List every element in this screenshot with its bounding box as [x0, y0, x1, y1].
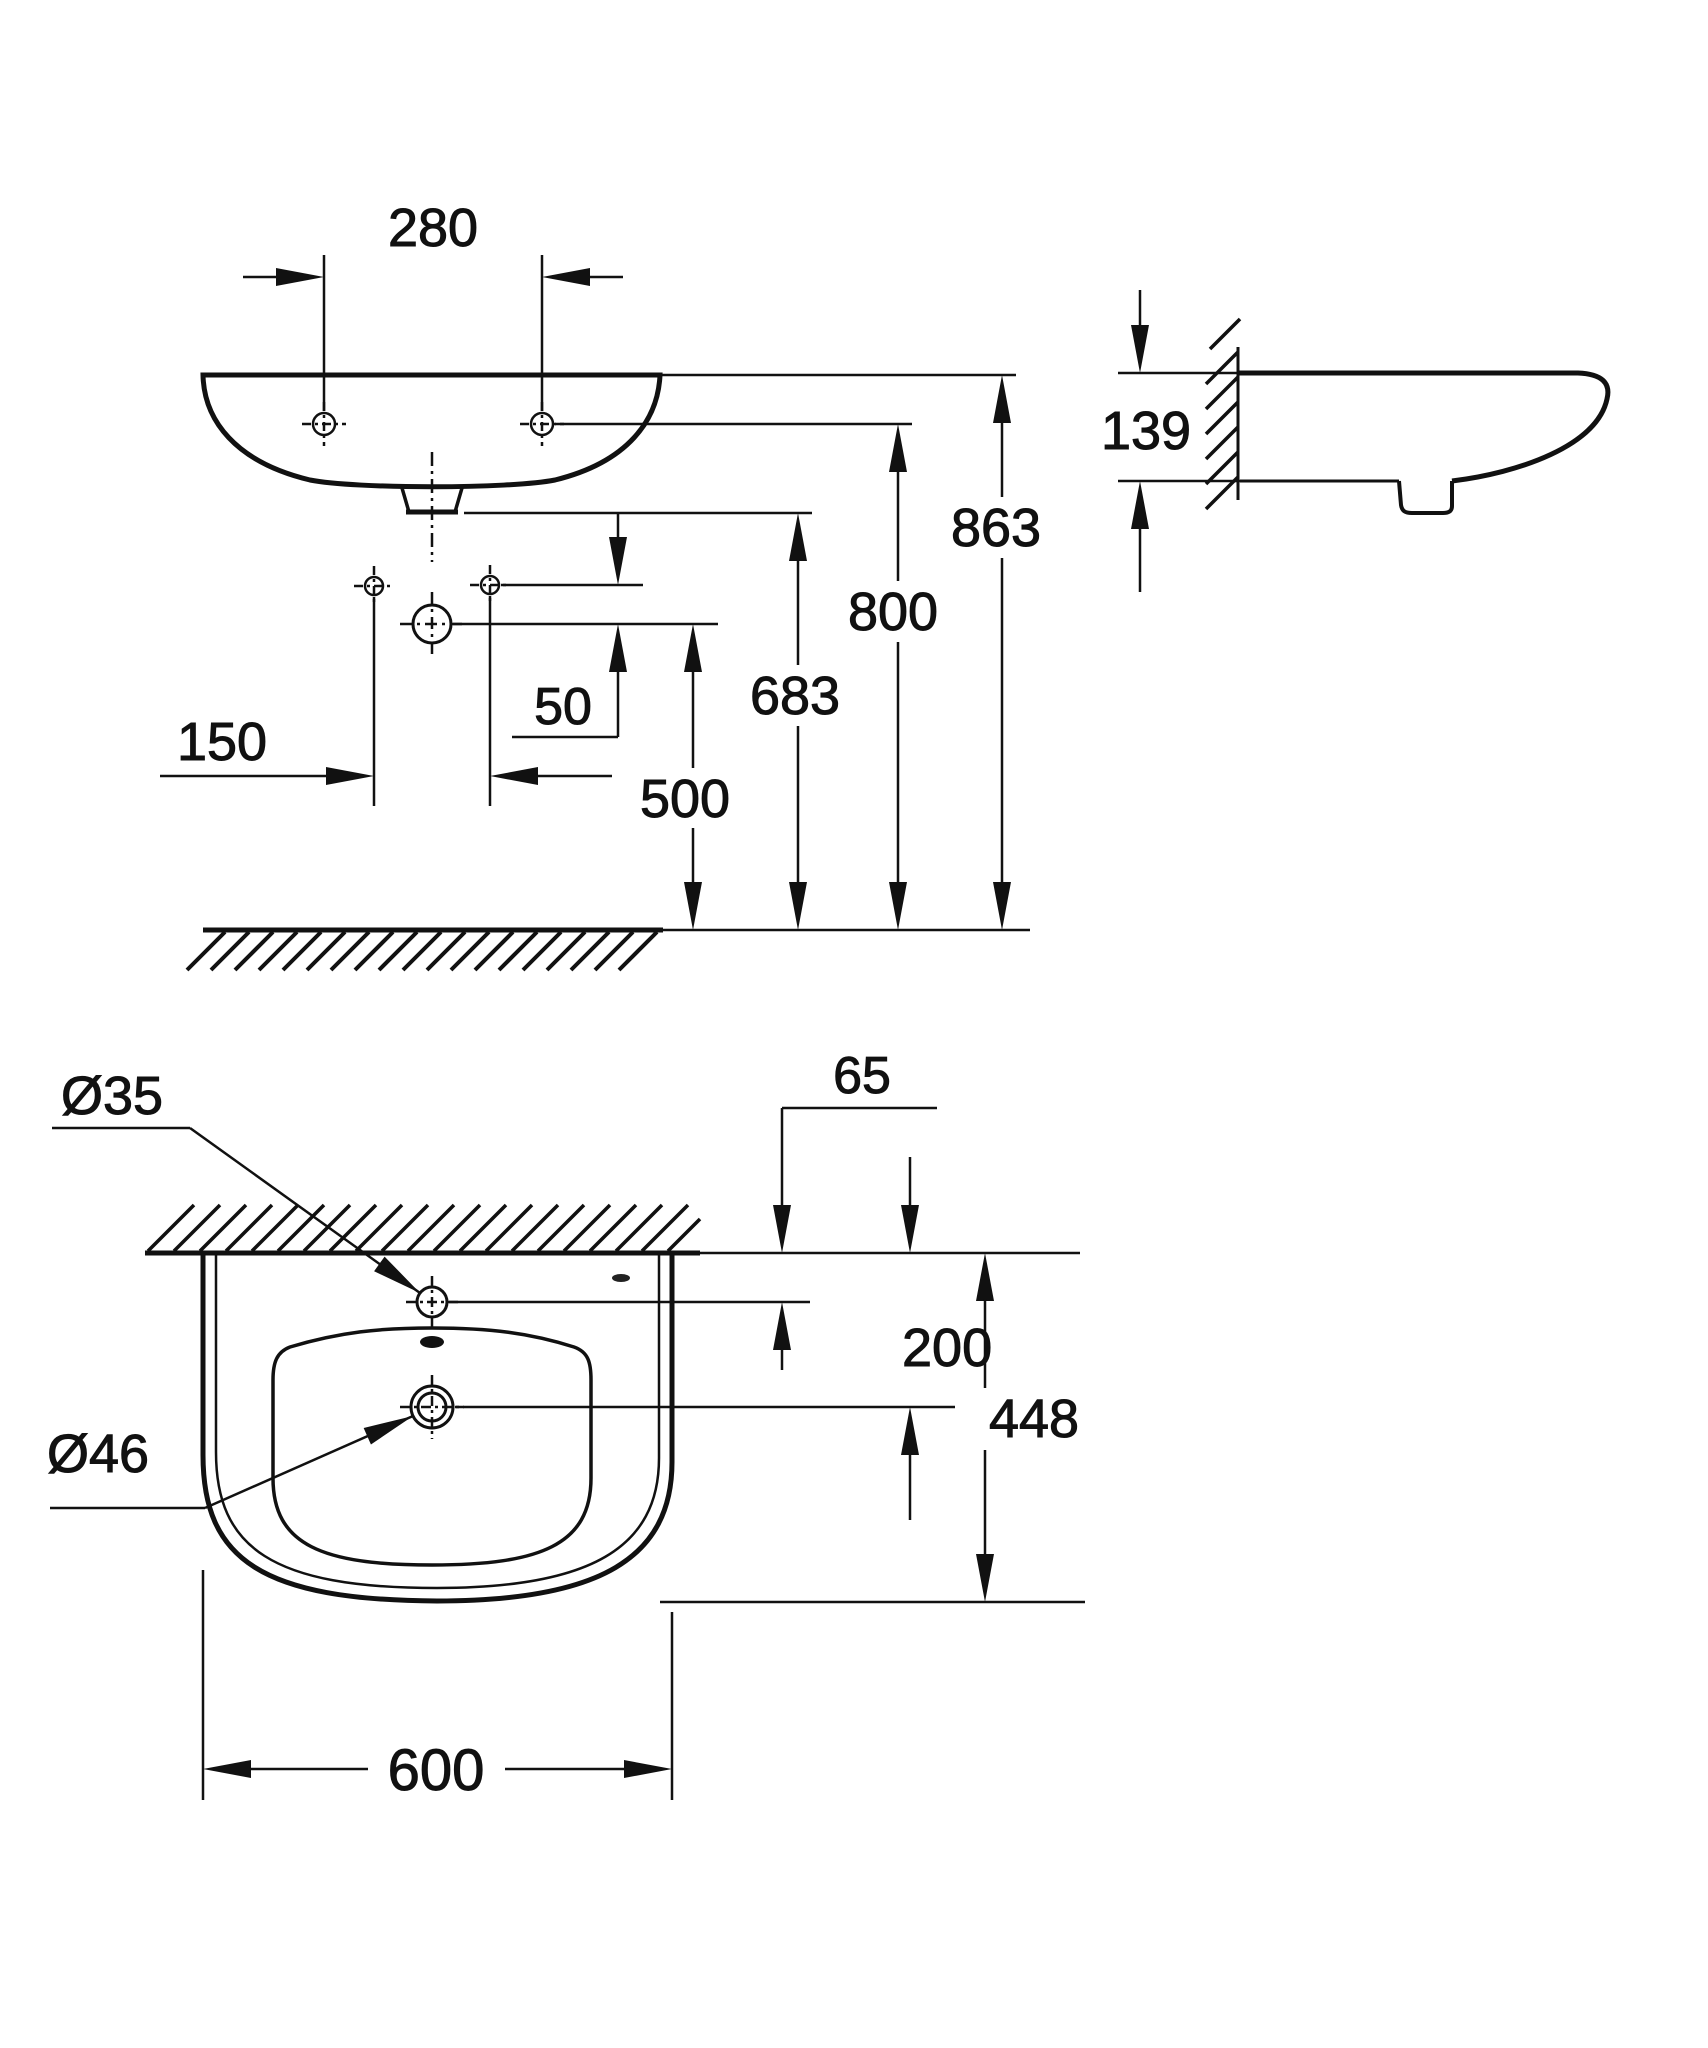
- dim-683-label: 683: [750, 666, 840, 726]
- side-view: 139: [1100, 290, 1611, 592]
- floor-line: [185, 927, 1030, 972]
- dim-200: [901, 1157, 919, 1520]
- basin-plan-outer: [200, 1253, 675, 1604]
- basin-side-profile: [1238, 370, 1611, 484]
- plan-view: Ø35 Ø46 65 200 448 600: [46, 1047, 1085, 1804]
- dim-800: [889, 424, 907, 930]
- basin-bowl: [271, 1326, 593, 1567]
- dim-139-label: 139: [1101, 401, 1191, 461]
- dim-280: [243, 268, 623, 286]
- dim-800-label: 800: [848, 582, 938, 642]
- dim-863: [993, 375, 1011, 930]
- drain-hole: [400, 1375, 464, 1439]
- basin-front-outline: [200, 372, 663, 490]
- front-reference-lines: [322, 255, 1016, 806]
- dim-150-label: 150: [177, 712, 267, 772]
- dim-448-label: 448: [989, 1389, 1079, 1449]
- dim-65-label: 65: [833, 1047, 891, 1105]
- dim-200-label: 200: [902, 1318, 992, 1378]
- plan-wall-hatch: [146, 1203, 702, 1253]
- dim-863-label: 863: [951, 498, 1041, 558]
- dim-500-label: 500: [640, 769, 730, 829]
- leader-faucet-dia: [52, 1126, 421, 1295]
- front-view: 280 150 50 500 683 800 863: [160, 198, 1042, 972]
- basin-plan-inner: [214, 1253, 661, 1590]
- dim-280-label: 280: [388, 198, 478, 258]
- dim-150: [160, 767, 612, 785]
- plan-reference-lines: [201, 1300, 1085, 1800]
- dim-50-label: 50: [534, 678, 592, 736]
- dim-dia35-label: Ø35: [61, 1066, 163, 1126]
- grohe-logo-mark: [612, 1274, 630, 1282]
- dim-65: [773, 1106, 937, 1370]
- dim-dia46-label: Ø46: [47, 1424, 149, 1484]
- dim-600-label: 600: [388, 1738, 485, 1803]
- dim-139: [1118, 290, 1245, 592]
- side-outlet-bump: [1397, 480, 1454, 515]
- dim-50: [512, 513, 627, 739]
- dim-683: [789, 513, 807, 930]
- dim-448: [976, 1253, 994, 1602]
- overflow-slot: [420, 1336, 444, 1348]
- dim-600: [203, 1760, 672, 1778]
- leader-drain-dia: [50, 1414, 414, 1510]
- dim-500: [684, 624, 702, 930]
